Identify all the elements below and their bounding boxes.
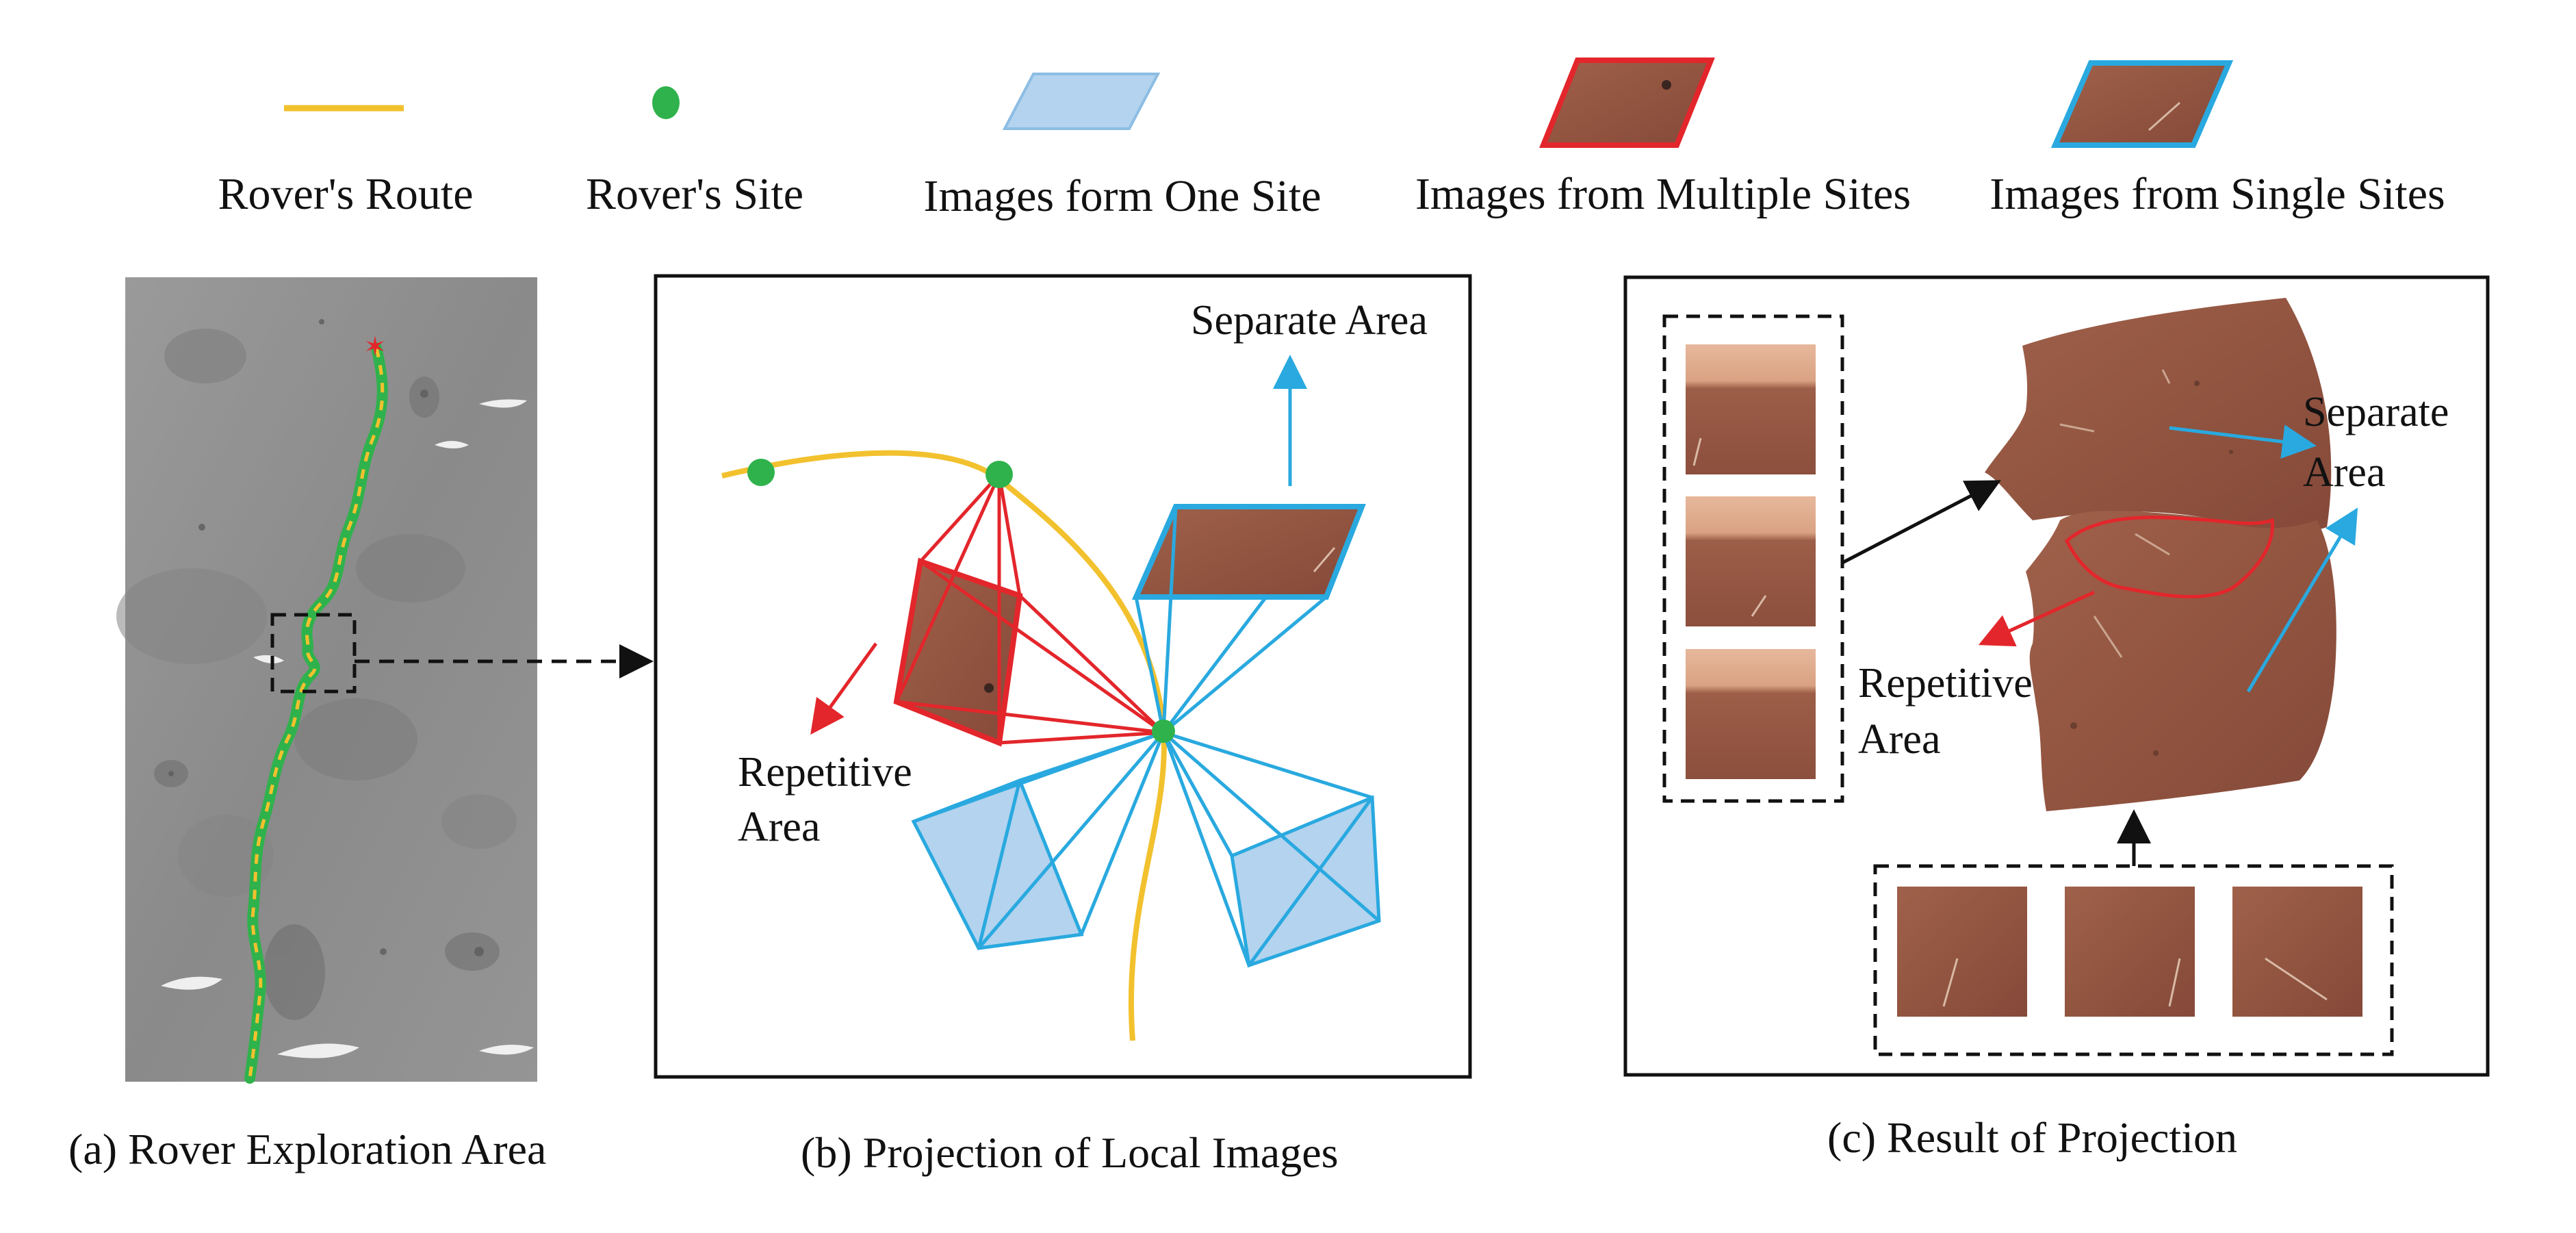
- thumbnail-left-1: [1686, 344, 1816, 474]
- panel-b-caption: (b) Projection of Local Images: [801, 1128, 1339, 1177]
- mosaic-upper-section: [1985, 298, 2332, 533]
- panel-c-projection-result: Separate Area Repetitive Area (c) Result…: [1623, 275, 2490, 1162]
- separate-area-label-c-line1: Separate: [2303, 389, 2449, 435]
- thumbnail-bottom-3: [2232, 887, 2362, 1017]
- panel-a-caption: (a) Rover Exploration Area: [68, 1125, 546, 1173]
- legend-route-label: Rover's Route: [218, 169, 473, 219]
- legend-site-swatch: [652, 86, 680, 119]
- panel-a-exploration-map: ✶ (a) Rover Exploration Area: [68, 277, 654, 1173]
- legend-single-sites-label: Images from Single Sites: [1989, 169, 2445, 219]
- repetitive-area-arrow: [810, 642, 878, 735]
- repetitive-area-label-line1: Repetitive: [738, 749, 912, 796]
- repetitive-area-label-c-line2: Area: [1858, 716, 1940, 763]
- repetitive-area-outline: [2064, 516, 2274, 598]
- multiple-sites-image: [893, 473, 1165, 747]
- legend: Rover's Route Rover's Site Images form O…: [218, 58, 2445, 221]
- thumbnail-left-3: [1686, 649, 1816, 779]
- legend-multiple-sites-swatch: [1539, 58, 1715, 148]
- rover-site-3: [1152, 720, 1175, 743]
- single-site-thumbnails-group: [1873, 864, 2394, 1056]
- legend-one-site-swatch: [1002, 73, 1161, 130]
- rover-site-1: [747, 459, 775, 486]
- legend-site-label: Rover's Site: [586, 169, 803, 219]
- legend-one-site-label: Images form One Site: [923, 171, 1321, 221]
- thumbnails-to-mosaic-arrow: [1841, 480, 2001, 565]
- map-start-star-icon: ✶: [363, 331, 387, 362]
- repetitive-area-label-c-line1: Repetitive: [1858, 660, 2033, 707]
- repetitive-area-arrow-c: [1978, 590, 2096, 647]
- route-curve: [721, 450, 1167, 1041]
- one-site-frustum-left: [911, 730, 1165, 950]
- thumbnail-bottom-2: [2065, 887, 2195, 1017]
- panel-c-caption: (c) Result of Projection: [1827, 1113, 2237, 1162]
- single-site-image: [1131, 504, 1366, 734]
- separate-area-arrow-lower: [2246, 507, 2358, 693]
- separate-area-label-c-line2: Area: [2303, 449, 2385, 496]
- thumbnail-left-2: [1686, 496, 1816, 626]
- panel-b-projection-diagram: Separate Area Repetitive Area (b) Projec…: [654, 274, 1472, 1177]
- separate-area-arrow-upper: [2169, 424, 2317, 459]
- mosaic-lower-section: [2026, 511, 2336, 811]
- separate-area-label: Separate Area: [1191, 297, 1428, 344]
- panel-b-frame: [654, 274, 1472, 1079]
- multi-site-thumbnails-group: [1662, 314, 1844, 803]
- repetitive-area-label-line2: Area: [738, 804, 820, 850]
- legend-multiple-sites-label: Images from Multiple Sites: [1415, 169, 1911, 219]
- one-site-frustum-right: [1161, 730, 1381, 968]
- rover-site-2: [986, 461, 1013, 488]
- thumbnail-bottom-1: [1897, 887, 2027, 1017]
- legend-single-sites-swatch: [2050, 60, 2234, 148]
- map-zoom-box: [270, 613, 357, 694]
